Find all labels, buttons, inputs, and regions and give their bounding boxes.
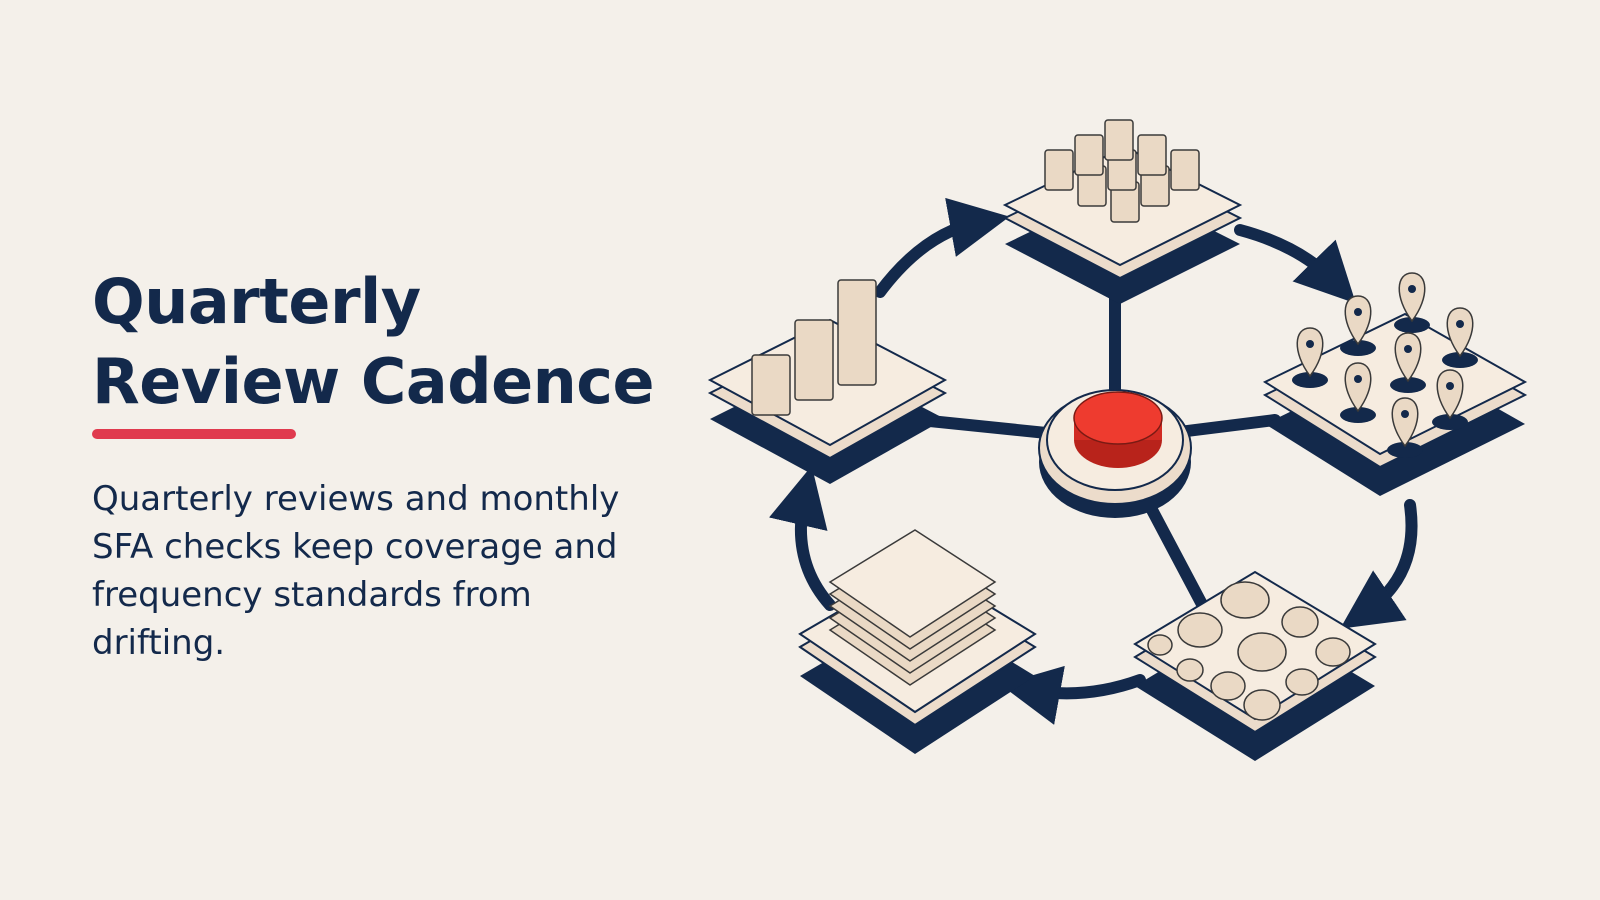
title-line-1: Quarterly	[92, 265, 421, 338]
red-button-icon	[1073, 391, 1163, 468]
block-grid-icon	[1044, 119, 1200, 223]
hub-node	[1038, 389, 1192, 518]
cycle-arrows	[769, 197, 1418, 725]
map-pins-icon	[1292, 272, 1478, 458]
circles-icon	[1147, 581, 1351, 721]
title-line-2: Review Cadence	[92, 345, 655, 418]
layered-cards-icon	[828, 529, 997, 686]
node-circles	[1133, 570, 1377, 761]
node-bar-chart	[707, 279, 948, 484]
cycle-diagram	[707, 119, 1528, 761]
node-map-pins	[1262, 272, 1528, 496]
body-paragraph: Quarterly reviews and monthly SFA checks…	[92, 479, 620, 663]
node-layered-cards	[798, 529, 1037, 754]
node-block-grid	[1002, 119, 1243, 304]
title-accent-underline	[92, 429, 296, 439]
bar-chart-icon	[751, 279, 877, 416]
page-title: Quarterly Review Cadence	[92, 262, 655, 422]
